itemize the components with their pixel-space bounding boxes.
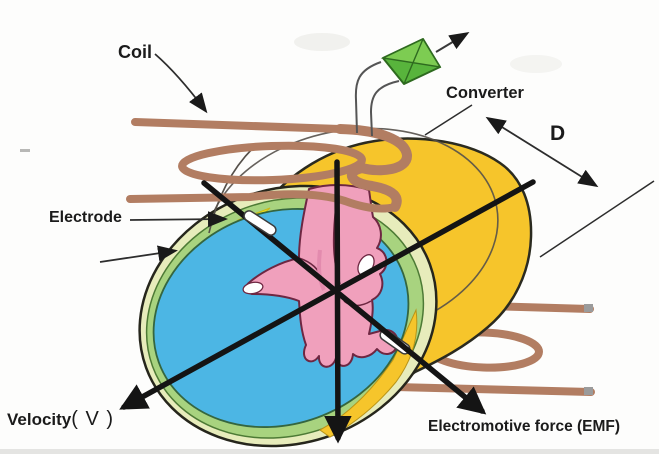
converter-wire [369, 80, 400, 137]
converter-diamond-facet [380, 38, 442, 68]
velocity-arrow [119, 179, 536, 410]
coil-wrap-band [335, 124, 412, 176]
magnetic-field-arrow [324, 159, 352, 444]
velocity-word: Velocity [7, 410, 72, 429]
signal-output-arrow [435, 31, 470, 53]
electrode-label: Electrode [49, 209, 122, 226]
coil-winding-front [126, 118, 412, 213]
diameter-dimension-arrow [485, 116, 599, 188]
wire-end-cap [584, 304, 593, 312]
converter-wire [354, 61, 382, 134]
coil-wrap-band [346, 163, 402, 212]
emf-label: Electromotive force (EMF) [428, 418, 621, 435]
hand-shading [317, 249, 326, 291]
coil-wire [131, 118, 344, 133]
electrode-upper [243, 210, 277, 236]
annotation-lines [99, 53, 655, 263]
diameter-witness-line [424, 104, 473, 136]
velocity-symbol: ( V ) [71, 408, 115, 430]
flow-inlet-arrow [99, 245, 178, 263]
coil-label: Coil [118, 42, 152, 62]
background-artifacts [0, 33, 659, 454]
converter-label: Converter [446, 84, 524, 102]
fingernail [242, 281, 264, 295]
electrode-label-arrow [129, 211, 228, 228]
coil-loop [178, 141, 366, 185]
converter-assembly [354, 31, 470, 137]
wire-end-cap [584, 387, 593, 395]
coil-label-arrow [154, 53, 208, 114]
coil-wire [126, 190, 399, 213]
velocity-label: Velocity( V ) [7, 408, 114, 431]
diameter-label: D [550, 122, 566, 145]
diameter-witness-line [539, 180, 655, 258]
converter-diamond-crease [403, 38, 424, 85]
